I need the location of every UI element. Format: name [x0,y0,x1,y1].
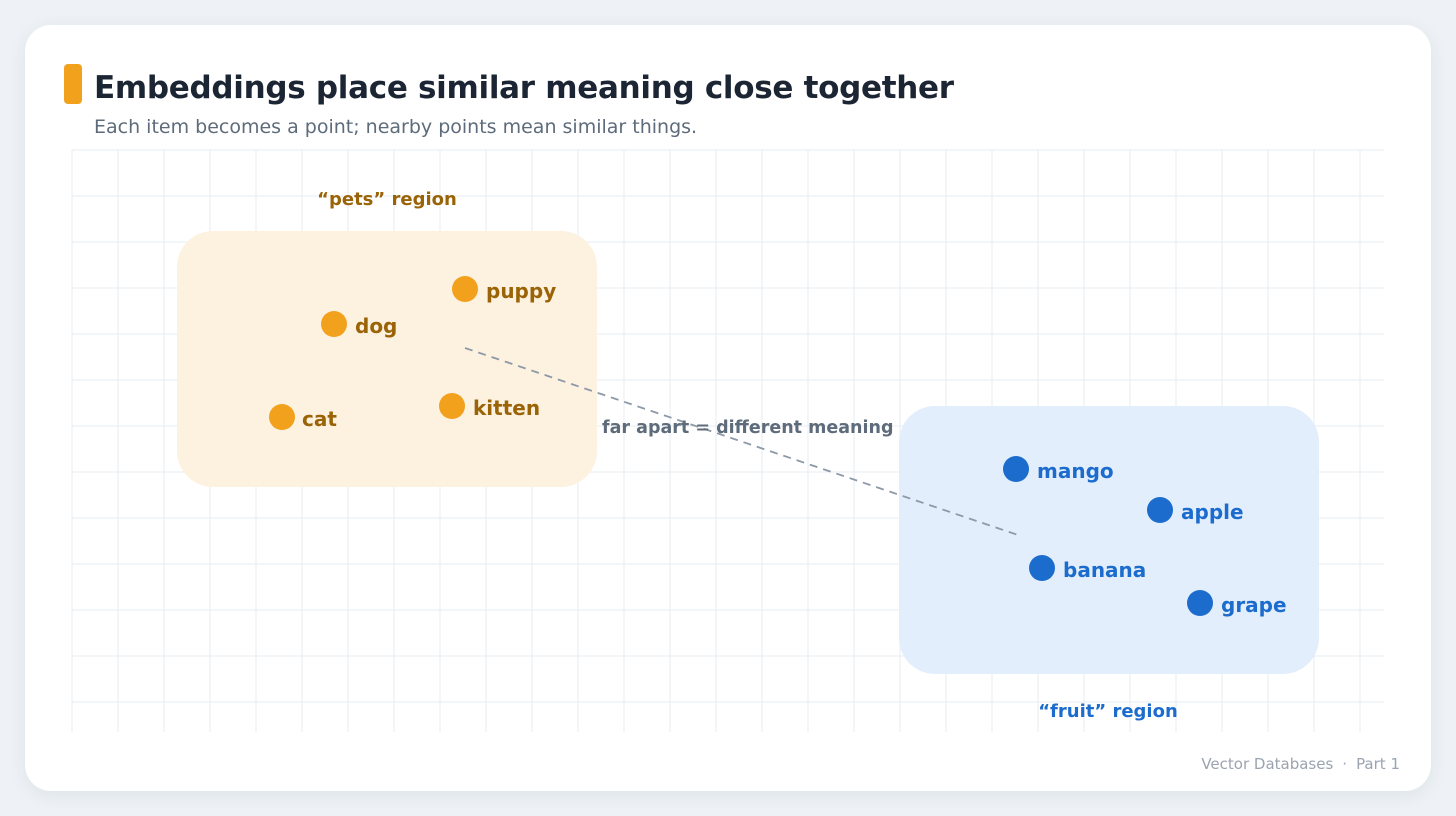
title-accent-bar [64,64,82,104]
footer-series: Vector Databases [1201,755,1334,773]
point-mango-label: mango [1037,459,1114,483]
point-mango-dot [1003,456,1029,482]
footer-part: Part 1 [1356,755,1400,773]
point-cat-label: cat [302,407,337,431]
point-apple-dot [1147,497,1173,523]
slide-footer: Vector Databases · Part 1 [1201,755,1400,773]
point-apple-label: apple [1181,500,1244,524]
point-apple: apple [1147,497,1244,524]
point-kitten: kitten [439,393,540,420]
slide-title: Embeddings place similar meaning close t… [94,70,954,106]
point-puppy-label: puppy [486,279,556,303]
point-banana-label: banana [1063,558,1146,582]
point-mango: mango [1003,456,1114,483]
pets-region-label: “pets” region [317,189,457,210]
distance-label: far apart = different meaning [602,418,893,438]
point-kitten-label: kitten [473,396,540,420]
point-dog-label: dog [355,314,397,338]
point-banana: banana [1029,555,1146,582]
point-grape: grape [1187,590,1287,617]
point-cat: cat [269,404,337,431]
pets-region [177,231,597,487]
point-dog: dog [321,311,397,338]
point-grape-label: grape [1221,593,1287,617]
fruit-region-label: “fruit” region [1038,701,1178,722]
point-banana-dot [1029,555,1055,581]
point-puppy-dot [452,276,478,302]
slide-subtitle: Each item becomes a point; nearby points… [94,116,698,138]
point-kitten-dot [439,393,465,419]
fruit-region [899,406,1319,674]
point-dog-dot [321,311,347,337]
point-grape-dot [1187,590,1213,616]
point-puppy: puppy [452,276,556,303]
footer-separator: · [1342,755,1348,773]
point-cat-dot [269,404,295,430]
